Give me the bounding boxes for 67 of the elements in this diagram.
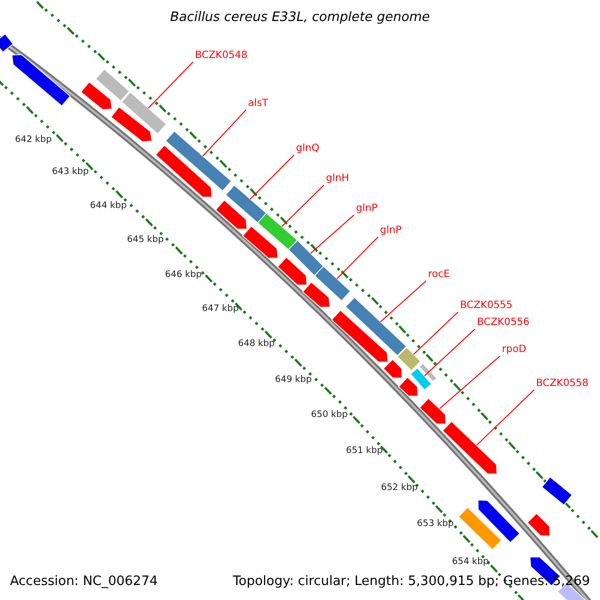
gene-feature: [331, 310, 388, 362]
gene-label: BCZK0555: [460, 301, 513, 311]
gene-feature: [344, 296, 408, 356]
gene-feature: [418, 398, 446, 424]
scale-label: 653 kbp: [417, 520, 454, 529]
gene-feature: [95, 68, 130, 102]
gene-label: glnP: [356, 204, 378, 214]
scale-label: 651 kbp: [346, 447, 383, 456]
gene-label: rpoD: [502, 345, 526, 355]
gene-feature: [242, 226, 278, 259]
leader-line: [148, 62, 194, 109]
gene-feature: [541, 476, 573, 506]
scale-label: 643 kbp: [52, 168, 89, 177]
gene-feature: [526, 512, 550, 536]
accession-text: Accession: NC_006274: [10, 575, 158, 588]
leader-line: [250, 154, 294, 200]
leader-line: [281, 184, 324, 228]
gene-label: BCZK0548: [195, 51, 248, 61]
gene-feature: [0, 33, 14, 53]
gene-label: glnH: [326, 174, 349, 184]
gene-label: BCZK0558: [536, 379, 589, 389]
gene-feature: [257, 212, 298, 250]
gene-feature: [110, 106, 152, 142]
gene-feature: [458, 506, 502, 550]
gene-label: glnP: [380, 226, 402, 236]
leader-line: [310, 214, 354, 254]
gene-label: BCZK0556: [477, 318, 530, 328]
leader-line: [202, 110, 246, 157]
gene-label: rocE: [428, 270, 450, 280]
scale-label: 646 kbp: [165, 271, 202, 280]
genome-summary: Topology: circular; Length: 5,300,915 bp; Genes: 5,269: [232, 575, 590, 588]
scale-label: 650 kbp: [311, 411, 348, 420]
gene-feature: [314, 266, 351, 302]
gene-feature: [418, 362, 438, 382]
scale-label: 648 kbp: [238, 340, 275, 349]
leader-line: [476, 390, 534, 446]
gene-feature: [478, 500, 520, 544]
gene-feature: [398, 376, 418, 396]
scale-label: 647 kbp: [202, 305, 239, 314]
gene-feature: [382, 358, 402, 378]
leader-line: [336, 236, 378, 280]
title: Bacillus cereus E33L, complete genome: [169, 11, 431, 24]
leader-line: [413, 312, 458, 355]
gene-feature: [277, 256, 308, 286]
gene-label: alsT: [248, 99, 268, 109]
gene-feature: [302, 282, 330, 308]
gene-feature: [442, 420, 498, 474]
gene-label: glnQ: [296, 144, 320, 154]
gene-feature: [410, 367, 432, 391]
scale-label: 645 kbp: [127, 236, 164, 245]
scale-label: 644 kbp: [90, 202, 127, 211]
leader-line: [380, 280, 426, 322]
gene-feature: [121, 92, 167, 134]
scale-label: 654 kbp: [452, 558, 489, 567]
leader-line: [424, 328, 476, 377]
gene-feature: [12, 54, 71, 106]
gene-feature: [165, 130, 232, 192]
gene-feature: [288, 240, 324, 276]
leader-line: [439, 356, 500, 410]
gene-feature: [215, 200, 248, 230]
gene-feature: [80, 81, 112, 110]
scale-label: 649 kbp: [275, 376, 312, 385]
scale-label: 652 kbp: [381, 484, 418, 493]
gene-feature: [225, 184, 267, 224]
gene-feature: [155, 144, 212, 198]
gene-feature: [396, 346, 422, 372]
scale-label: 642 kbp: [15, 136, 52, 145]
